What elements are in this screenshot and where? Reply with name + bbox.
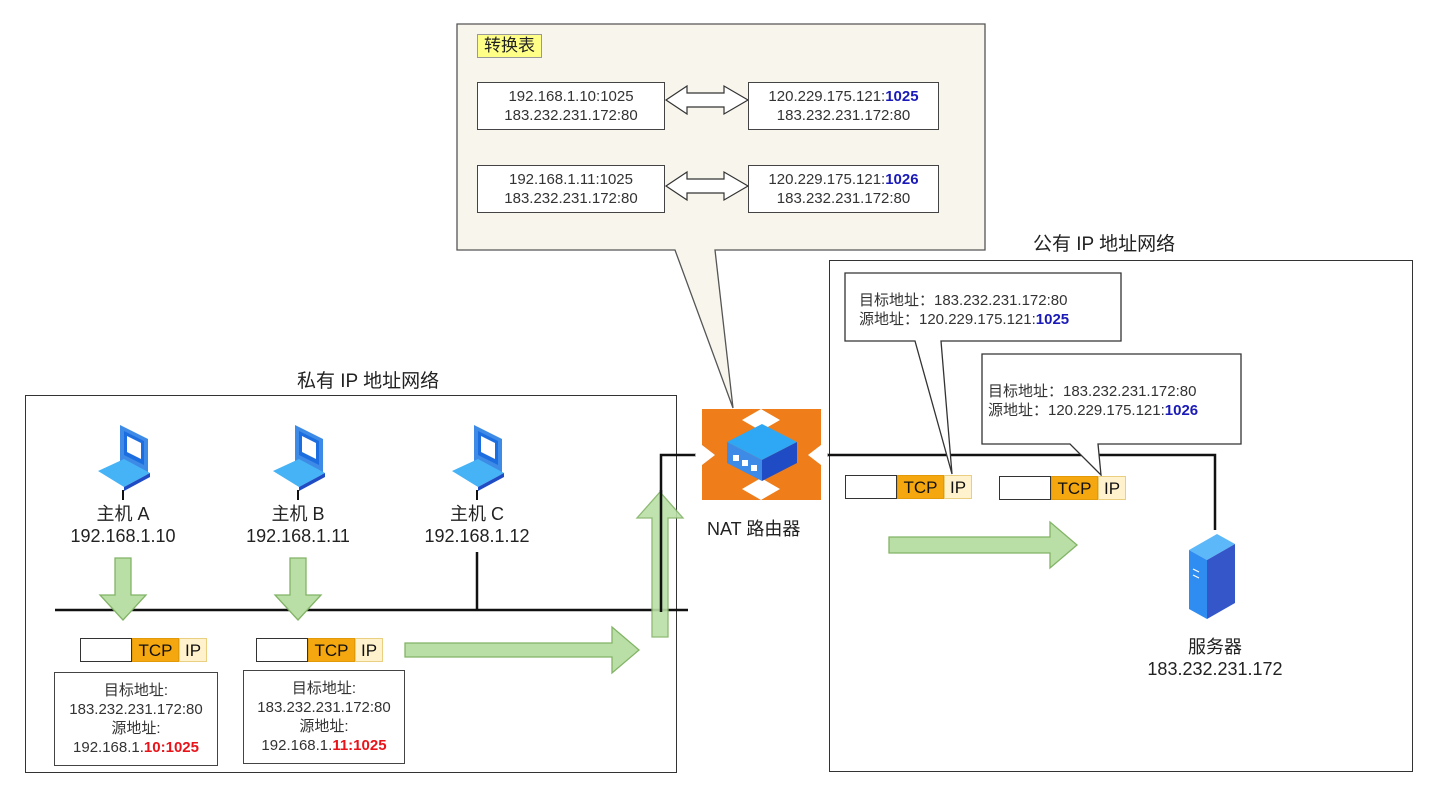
public-src-port: 1026 [1164,402,1199,419]
public-callout-1 [844,272,1122,475]
nat-row-2-private: 192.168.1.11:1025 183.232.231.172:80 [477,165,665,213]
packet-host-a: TCP IP [80,638,207,662]
tcp-header: TCP [897,475,944,499]
packet-payload [999,476,1051,500]
packet-payload [256,638,308,662]
packet-payload [845,475,897,499]
packet-host-b-address: 目标地址: 183.232.231.172:80 源地址: 192.168.1.… [243,670,405,764]
nat-table-title: 转换表 [477,34,542,58]
tcp-header: TCP [1051,476,1098,500]
public-network-title: 公有 IP 地址网络 [1033,234,1176,255]
packet-public-2: TCP IP [999,476,1126,500]
public-callout-1-text: 目标地址：183.232.231.172:80 源地址：120.229.175.… [859,292,1070,328]
packet-public-1: TCP IP [845,475,972,499]
nat-row-1-public: 120.229.175.121:1025 183.232.231.172:80 [748,82,939,130]
tcp-header: TCP [132,638,179,662]
ip-header: IP [1098,476,1126,500]
packet-payload [80,638,132,662]
right-arrow-public [888,520,1079,570]
nat-row-1-private: 192.168.1.10:1025 183.232.231.172:80 [477,82,665,130]
packet-host-a-address: 目标地址: 183.232.231.172:80 源地址: 192.168.1.… [54,672,218,766]
ip-header: IP [944,475,972,499]
router-icon [695,409,828,500]
router-label: NAT 路由器 [707,519,801,539]
packet-host-b: TCP IP [256,638,383,662]
ip-header: IP [355,638,383,662]
nat-public-port: 1026 [885,171,919,188]
host-b-label: 主机 B 192.168.1.11 [246,504,350,546]
tcp-header: TCP [308,638,355,662]
down-arrow-host-a [98,557,148,621]
laptop-icon-host-c [452,425,504,491]
ip-header: IP [179,638,207,662]
down-arrow-host-b [273,557,323,621]
src-port-highlight: 11:1025 [332,737,387,754]
host-a-label: 主机 A 192.168.1.10 [70,504,176,546]
server-icon [1189,534,1235,619]
laptop-icon-host-b [273,425,325,491]
right-arrow-private [404,625,641,675]
src-port-highlight: 10:1025 [143,739,199,756]
nat-row-2-public: 120.229.175.121:1026 183.232.231.172:80 [748,165,939,213]
public-src-port: 1025 [1035,311,1070,328]
public-callout-2-text: 目标地址：183.232.231.172:80 源地址：120.229.175.… [988,383,1199,419]
router-to-server-link [822,453,1217,530]
host-c-label: 主机 C 192.168.1.12 [424,504,530,546]
private-network-title: 私有 IP 地址网络 [297,371,440,392]
public-callout-2 [981,353,1242,477]
server-label: 服务器 183.232.231.172 [1147,637,1283,679]
nat-public-port: 1025 [885,88,919,105]
laptop-icon-host-a [98,425,150,491]
